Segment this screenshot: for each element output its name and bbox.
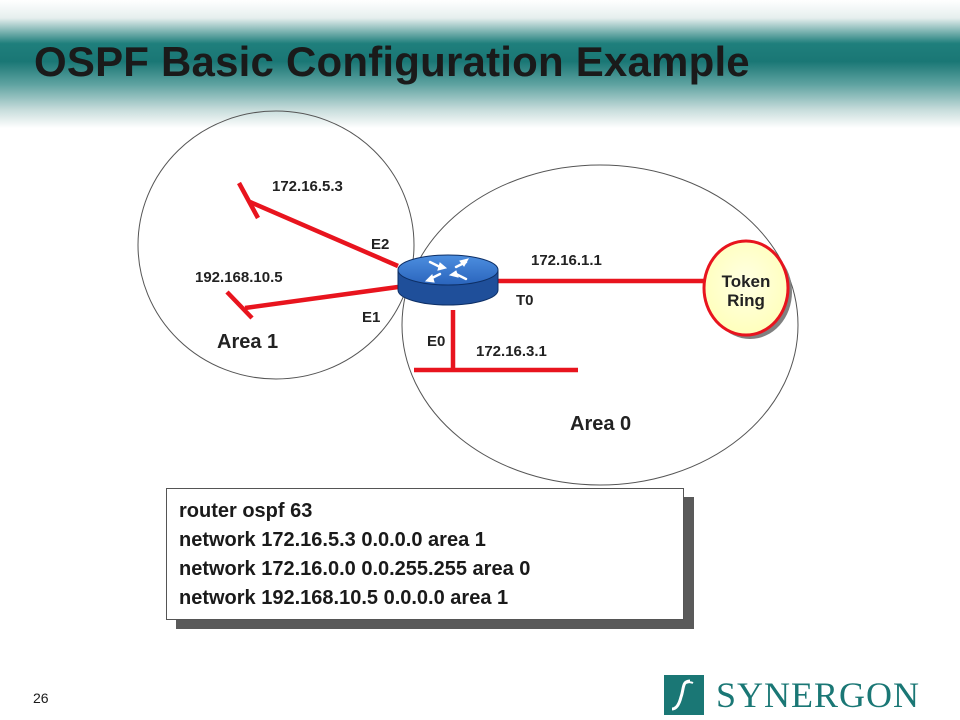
segment-e2-bar: [237, 181, 260, 220]
config-line: network 172.16.0.0 0.0.255.255 area 0: [179, 558, 531, 580]
area-0-boundary: [401, 164, 799, 486]
area-0-label: Area 0: [570, 413, 631, 435]
interface-e1-label: E1: [362, 309, 380, 326]
token-ring-label-line2: Ring: [727, 291, 765, 310]
synergon-logo: SYNERGON: [664, 673, 948, 717]
title-band: [0, 0, 960, 128]
interface-e2-label: E2: [371, 236, 389, 253]
synergon-logo-mark-icon: [664, 675, 704, 715]
token-ring-icon: Token Ring: [702, 239, 792, 339]
slide-title: OSPF Basic Configuration Example: [34, 38, 750, 85]
interface-e0-label: E0: [427, 333, 445, 350]
area-1-label: Area 1: [217, 331, 278, 353]
config-box: router ospf 63 network 172.16.5.3 0.0.0.…: [166, 488, 684, 620]
page-number: 26: [33, 690, 49, 706]
config-line: router ospf 63: [179, 500, 313, 522]
token-ring-label-line1: Token: [722, 272, 771, 291]
address-e2: 172.16.5.3: [272, 178, 343, 195]
address-e0: 172.16.3.1: [476, 343, 547, 360]
synergon-logo-text: SYNERGON: [716, 675, 921, 715]
address-t0: 172.16.1.1: [531, 252, 602, 269]
config-line: network 172.16.5.3 0.0.0.0 area 1: [179, 529, 486, 551]
link-e2: [249, 199, 399, 269]
area-1-boundary: [137, 110, 415, 380]
interface-t0-label: T0: [516, 292, 534, 309]
router-icon: [397, 254, 499, 306]
address-e1: 192.168.10.5: [195, 269, 283, 286]
config-line: network 192.168.10.5 0.0.0.0 area 1: [179, 587, 509, 609]
link-e1: [244, 284, 399, 311]
segment-e1-bar: [225, 290, 254, 320]
